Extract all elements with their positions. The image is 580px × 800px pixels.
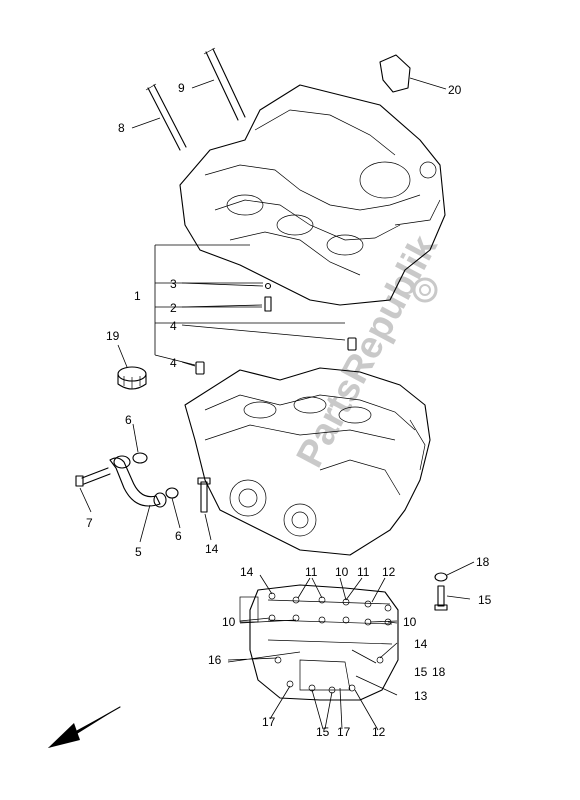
o-ring-6-lower	[165, 487, 179, 499]
oil-filler-plug-19	[117, 366, 147, 390]
callout-6-lower: 6	[175, 529, 182, 543]
gear-watermark-icon	[412, 277, 438, 303]
callout-11-left: 11	[305, 565, 318, 579]
callout-labels: 8 9 20 1 3 2 4 4 19 6 7 5 6 14 18 15 14 …	[86, 81, 492, 739]
stud-bolt-9	[203, 47, 246, 121]
callout-8: 8	[118, 121, 125, 135]
upper-crankcase	[179, 84, 446, 306]
callout-17-right: 17	[337, 725, 351, 739]
callout-13: 13	[414, 689, 428, 703]
group-bracket-1	[154, 244, 345, 366]
watermark: PartsRepublik	[289, 228, 446, 474]
direction-arrow-icon	[48, 706, 121, 748]
callout-17-left: 17	[262, 715, 276, 729]
callout-5: 5	[135, 545, 142, 559]
cap-20	[379, 54, 411, 93]
pin-3	[264, 282, 272, 290]
callout-10-left: 10	[222, 615, 236, 629]
o-ring-6-upper	[132, 452, 148, 464]
bottom-bolt-holes	[268, 592, 392, 694]
leader-lines	[79, 77, 475, 731]
callout-1: 1	[134, 289, 141, 303]
dowel-pin-4-lower	[195, 361, 205, 375]
oil-pipe-5	[109, 455, 167, 508]
callout-20: 20	[448, 83, 462, 97]
callout-18-bottom: 18	[432, 665, 446, 679]
callout-14-bottom-top: 14	[240, 565, 254, 579]
callout-15-bottom: 15	[316, 725, 330, 739]
callout-10-top: 10	[335, 565, 349, 579]
callout-4-upper: 4	[170, 319, 177, 333]
callout-6-upper: 6	[125, 413, 132, 427]
bolt-15	[434, 585, 448, 611]
callout-15-middle: 15	[414, 665, 428, 679]
callout-3: 3	[170, 277, 177, 291]
callout-4-lower: 4	[170, 356, 177, 370]
callout-7: 7	[86, 516, 93, 530]
callout-14-lower-case: 14	[205, 542, 219, 556]
callout-15-right: 15	[478, 593, 492, 607]
lower-crankcase	[184, 367, 431, 556]
dowel-pin-4-upper	[347, 337, 357, 351]
callout-10-right: 10	[403, 615, 417, 629]
bolt-7	[75, 467, 111, 487]
callout-18-right: 18	[476, 555, 490, 569]
callout-14-bottom-right: 14	[414, 637, 428, 651]
callout-2: 2	[170, 301, 177, 315]
callout-9: 9	[178, 81, 185, 95]
callout-16: 16	[208, 653, 222, 667]
dowel-pin-2	[264, 296, 272, 312]
callout-19: 19	[106, 329, 120, 343]
callout-12-bottom: 12	[372, 725, 386, 739]
stud-bolt-8	[145, 83, 187, 151]
bolt-14	[197, 477, 211, 513]
washer-18	[434, 572, 448, 582]
callout-12-top: 12	[382, 565, 396, 579]
callout-11-right: 11	[357, 565, 370, 579]
crankcase-bottom-view	[239, 584, 399, 701]
